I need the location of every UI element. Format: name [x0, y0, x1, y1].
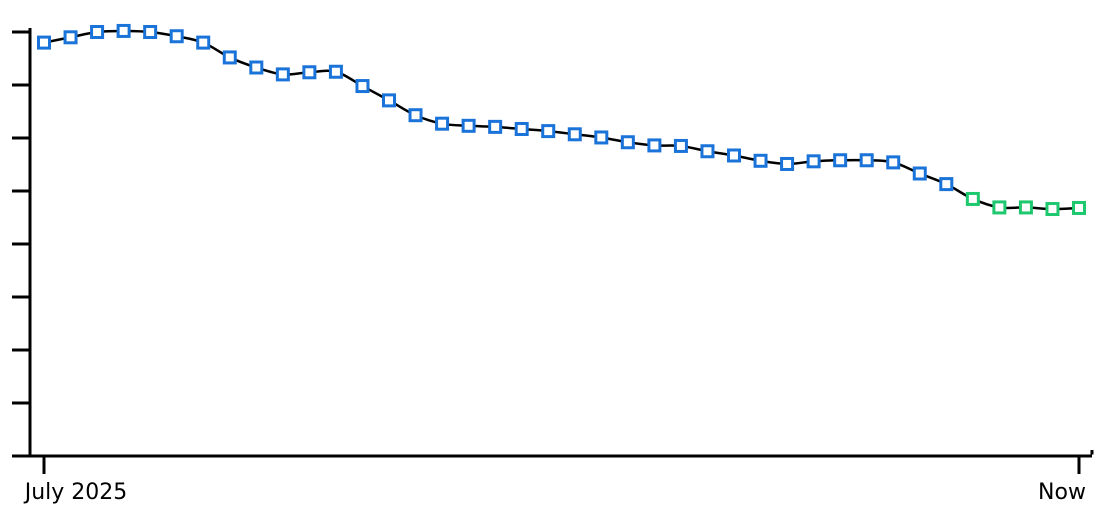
- data-point-green: [1045, 202, 1060, 217]
- x-tick-label-end: Now: [1038, 480, 1086, 505]
- data-point-blue: [673, 138, 688, 153]
- data-point-blue: [302, 65, 317, 80]
- data-point-blue: [753, 153, 768, 168]
- data-point-blue: [488, 119, 503, 134]
- data-point-blue: [594, 130, 609, 145]
- data-point-blue: [328, 64, 343, 79]
- data-point-blue: [727, 148, 741, 163]
- data-point-blue: [939, 177, 954, 192]
- data-point-blue: [90, 25, 105, 39]
- data-point-blue: [620, 135, 635, 150]
- data-point-blue: [514, 121, 529, 136]
- data-point-green: [1018, 200, 1033, 215]
- data-point-green: [1072, 200, 1086, 215]
- y-axis: [12, 28, 32, 458]
- data-point-blue: [63, 30, 78, 45]
- data-point-green: [992, 200, 1007, 215]
- x-axis: July 2025 Now: [23, 450, 1094, 505]
- data-point-blue: [408, 108, 423, 123]
- data-point-blue: [912, 166, 927, 181]
- data-point-blue: [37, 35, 51, 50]
- data-point-blue: [567, 127, 582, 142]
- data-point-blue: [647, 138, 662, 153]
- data-point-blue: [700, 144, 715, 159]
- data-point-blue: [169, 29, 184, 44]
- data-point-blue: [833, 153, 848, 168]
- data-point-blue: [222, 50, 237, 65]
- plot-area: [37, 23, 1086, 217]
- data-point-green: [965, 191, 980, 206]
- data-point-blue: [541, 124, 556, 139]
- x-tick-label-start: July 2025: [23, 480, 128, 505]
- data-point-blue: [780, 156, 795, 171]
- data-point-blue: [382, 93, 396, 108]
- data-point-blue: [355, 79, 370, 94]
- data-point-blue: [435, 116, 450, 131]
- data-point-blue: [886, 155, 901, 170]
- data-point-blue: [806, 154, 821, 169]
- data-point-blue: [461, 118, 476, 133]
- data-point-blue: [275, 67, 290, 82]
- series-line: [43, 29, 1080, 211]
- data-point-blue: [116, 23, 131, 38]
- data-point-blue: [249, 60, 264, 75]
- data-point-blue: [196, 35, 211, 50]
- data-point-blue: [859, 153, 874, 168]
- data-point-blue: [143, 25, 158, 39]
